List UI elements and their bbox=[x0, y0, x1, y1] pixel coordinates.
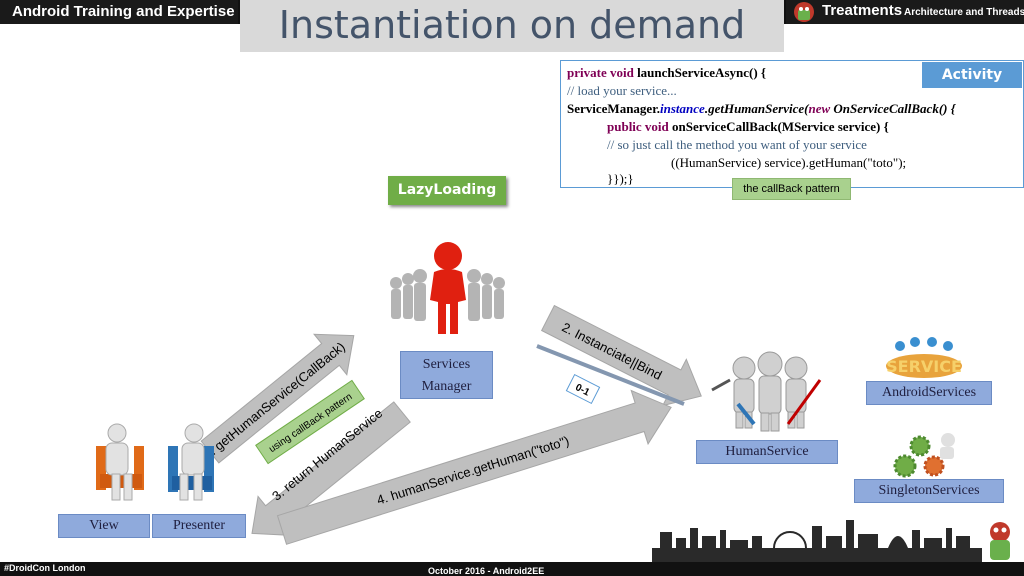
footer-left: #DroidCon London bbox=[4, 563, 86, 573]
slide-title: Instantiation on demand bbox=[240, 0, 784, 52]
android-services-box: AndroidServices bbox=[866, 381, 992, 405]
code-line-6: ((HumanService) service).getHuman("toto"… bbox=[671, 155, 907, 170]
human-service-workers-icon bbox=[711, 351, 822, 432]
singleton-gears-icon bbox=[893, 433, 955, 478]
android-logo-icon bbox=[794, 2, 814, 22]
code-line-7: }});} bbox=[607, 171, 634, 186]
presenter-person-icon bbox=[168, 423, 214, 501]
code-line-4: public void onServiceCallBack(MService s… bbox=[607, 119, 889, 134]
services-manager-crowd-icon bbox=[390, 242, 505, 334]
footer-center: October 2016 - Android2EE bbox=[428, 566, 545, 576]
view-person-icon bbox=[96, 423, 144, 501]
multiplicity-box: 0-1 bbox=[565, 373, 601, 405]
services-manager-box: Services Manager bbox=[400, 351, 493, 399]
code-line-1: private void launchServiceAsync() { bbox=[567, 65, 767, 80]
brand-right: Treatments Architecture and Threads bbox=[786, 0, 1024, 24]
relation-line bbox=[536, 344, 685, 406]
svg-text:SERVICE: SERVICE bbox=[886, 357, 962, 376]
activity-label: Activity bbox=[922, 62, 1022, 88]
brand-left-title: Android Training and Expertise bbox=[0, 0, 238, 24]
human-service-box: HumanService bbox=[696, 440, 838, 464]
android-mascot-icon bbox=[990, 522, 1010, 560]
singleton-services-box: SingletonServices bbox=[854, 479, 1004, 503]
services-manager-line-2: Manager bbox=[421, 379, 472, 394]
code-line-2: // load your service... bbox=[567, 83, 677, 98]
code-line-5: // so just call the method you want of y… bbox=[607, 137, 867, 152]
lazy-loading-label: LazyLoading bbox=[388, 176, 506, 205]
presenter-box: Presenter bbox=[152, 514, 246, 538]
callback-pattern-tag: the callBack pattern bbox=[732, 178, 851, 200]
brand-right-title: Treatments bbox=[822, 2, 903, 19]
services-manager-line-1: Services bbox=[422, 357, 471, 372]
london-skyline-icon bbox=[652, 520, 982, 565]
bottom-bar bbox=[0, 562, 1024, 576]
arrow-2-label: 2. Instanciate||Bind bbox=[559, 319, 664, 382]
code-line-3: ServiceManager.instance.getHumanService(… bbox=[567, 101, 956, 116]
brand-right-subtitle: Architecture and Threads bbox=[904, 7, 1024, 18]
arrow-4-label: 4. humanService.getHuman("toto") bbox=[375, 433, 571, 508]
service-gears-icon: SERVICE bbox=[886, 337, 962, 378]
view-box: View bbox=[58, 514, 150, 538]
